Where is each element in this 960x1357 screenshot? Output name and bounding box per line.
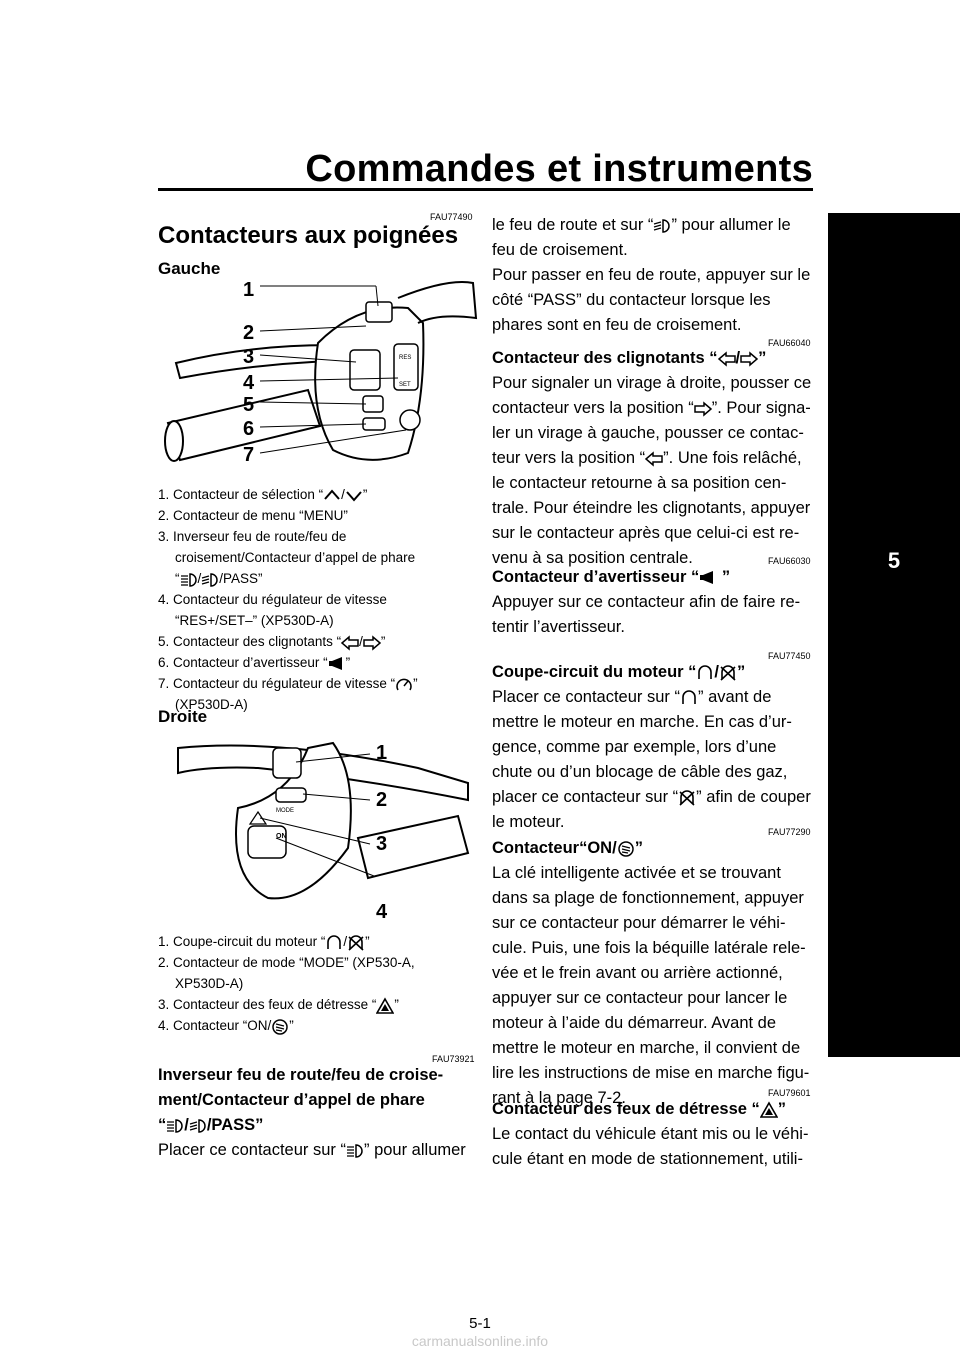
dimmer-paragraph-cont: le feu de route et sur “” pour allumer l… — [492, 216, 811, 334]
callout-left-1: 1 — [243, 279, 255, 301]
hazard-icon — [759, 1102, 778, 1118]
high-beam-icon — [179, 573, 197, 587]
start-icon — [272, 1019, 289, 1035]
left-caption-4b: “RES+/SET–” (XP530D-A) — [175, 613, 334, 628]
callout-left-5: 5 — [243, 394, 255, 416]
turn-right-icon — [363, 636, 381, 650]
right-caption-1: 1. Coupe-circuit du moteur “/” — [158, 934, 370, 951]
low-beam-icon — [189, 1119, 206, 1133]
right-callout-lines — [259, 753, 375, 877]
right-grip — [356, 814, 470, 880]
section-code-dimmer: FAU73921 — [432, 1054, 475, 1064]
callout-left-3: 3 — [243, 346, 255, 368]
mode-switch — [275, 787, 307, 803]
section-title: Contacteurs aux poignées — [158, 222, 459, 249]
left-caption-3c: “//PASS” — [175, 571, 263, 587]
left-caption-2: 2. Contacteur de menu “MENU” — [158, 508, 348, 523]
turn-left-icon — [717, 352, 736, 366]
engine-stop-icon — [720, 665, 736, 681]
watermark: carmanualsonline.info — [411, 1333, 549, 1349]
hazard-icon — [376, 998, 395, 1014]
callout-left-6: 6 — [243, 418, 255, 440]
section-code: FAU77490 — [430, 212, 473, 222]
high-beam-icon — [346, 1144, 363, 1158]
left-figure-label: Gauche — [158, 259, 221, 278]
high-beam-icon — [166, 1119, 183, 1133]
right-caption-4: 4. Contacteur “ON/” — [158, 1018, 294, 1035]
engine-run-icon — [682, 690, 696, 705]
horn-section: Contacteur d’avertisseur “ ” Appuyer sur… — [492, 568, 801, 636]
right-caption-2b: XP530D-A) — [175, 976, 244, 991]
engine-stop-section: Coupe-circuit du moteur “/” Placer ce co… — [492, 663, 811, 831]
turn-right-icon — [740, 352, 758, 366]
turn-left-icon — [341, 636, 359, 650]
res-label: RES — [399, 355, 411, 361]
left-captions: 1. Contacteur de sélection “/” 2. Contac… — [158, 484, 478, 715]
start-switch-section: Contacteur“ON/” La clé intelligente acti… — [492, 839, 810, 1107]
dimmer-heading: Inverseur feu de route/feu de croise- me… — [158, 1066, 444, 1134]
right-handlebar-illustration: MODE ON — [177, 741, 470, 900]
horn-icon — [700, 571, 714, 585]
callout-left-2: 2 — [243, 322, 255, 344]
left-caption-3: 3. Inverseur feu de route/feu de — [158, 529, 347, 544]
page-number: 5-1 — [469, 1315, 491, 1332]
right-caption-3: 3. Contacteur des feux de détresse “” — [158, 997, 399, 1014]
left-caption-1: 1. Contacteur de sélection “/” — [158, 487, 368, 502]
hazard-section: Contacteur des feux de détresse “” Le co… — [492, 1100, 809, 1168]
start-switch — [247, 825, 287, 859]
mode-label: MODE — [276, 808, 294, 814]
right-captions: 1. Coupe-circuit du moteur “/” 2. Contac… — [158, 931, 478, 1036]
callout-right-4: 4 — [376, 901, 388, 923]
left-handlebar-illustration: RES SET — [164, 281, 478, 462]
turn-signal-section: Contacteur des clignotants “/” Pour sign… — [492, 349, 812, 567]
left-caption-7b: (XP530D-A) — [175, 697, 248, 712]
callout-lines — [259, 285, 407, 454]
left-caption-3b: croisement/Contacteur d’appel de phare — [175, 550, 416, 565]
low-beam-icon — [201, 573, 219, 587]
low-beam-icon — [653, 219, 671, 233]
callout-right-2: 2 — [376, 789, 388, 811]
page-title: Commandes et instruments — [305, 148, 813, 190]
horn-icon — [328, 656, 342, 670]
on-label: ON — [276, 833, 287, 840]
callout-right-3: 3 — [376, 833, 388, 855]
cruise-main-switch — [399, 409, 421, 431]
left-caption-5: 5. Contacteur des clignotants “/” — [158, 634, 386, 650]
engine-stop-icon — [679, 790, 695, 806]
left-grip — [164, 388, 322, 462]
left-caption-4: 4. Contacteur du régulateur de vitesse — [158, 592, 387, 607]
start-icon — [617, 841, 634, 857]
section-code-hazard: FAU79601 — [768, 1088, 811, 1098]
left-caption-6: 6. Contacteur d’avertisseur “” — [158, 655, 351, 670]
set-label: SET — [399, 382, 411, 388]
chapter-number: 5 — [887, 548, 901, 573]
dimmer-switch — [349, 349, 381, 391]
select-switch — [365, 301, 393, 323]
section-code-horn: FAU66030 — [768, 556, 811, 566]
right-caption-2: 2. Contacteur de mode “MODE” (XP530-A, — [158, 955, 415, 970]
left-caption-7: 7. Contacteur du régulateur de vitesse “… — [158, 676, 418, 691]
up-arrow-icon — [324, 489, 341, 500]
cruise-control-icon — [396, 678, 412, 691]
dimmer-paragraph: Placer ce contacteur sur “” pour allumer — [158, 1141, 466, 1159]
turn-left-icon — [645, 452, 663, 466]
callout-left-4: 4 — [243, 372, 255, 394]
callout-right-1: 1 — [376, 742, 388, 764]
section-code-turn: FAU66040 — [768, 338, 811, 348]
down-arrow-icon — [345, 490, 362, 501]
engine-run-icon — [327, 935, 342, 950]
callout-left-7: 7 — [243, 444, 255, 466]
engine-stop-icon — [348, 935, 364, 951]
right-figure-label: Droite — [158, 707, 208, 726]
section-code-stop: FAU77450 — [768, 651, 811, 661]
section-code-on: FAU77290 — [768, 827, 811, 837]
title-rule — [158, 188, 813, 191]
engine-run-icon — [698, 665, 713, 680]
cruise-res-set-switch — [393, 343, 419, 391]
chapter-tab — [828, 213, 960, 1057]
engine-stop-switch — [272, 747, 302, 779]
horn-switch — [362, 417, 386, 431]
turn-right-icon — [694, 402, 712, 416]
